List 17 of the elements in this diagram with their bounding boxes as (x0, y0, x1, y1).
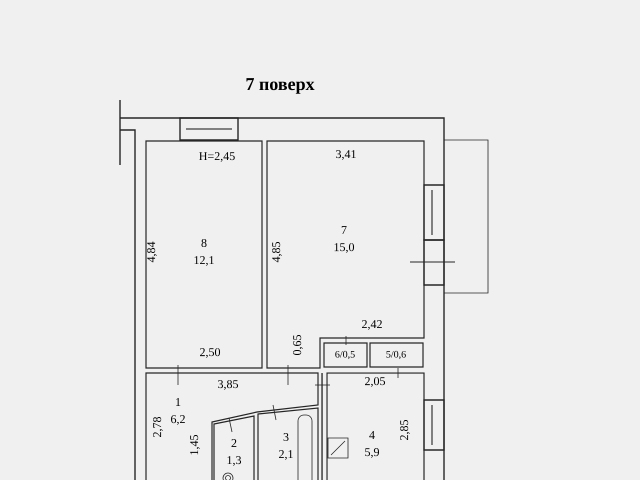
dimension-label: 0,65 (293, 334, 303, 356)
room: 6/0,5 (323, 342, 368, 368)
dimension-label: 2,50 (200, 348, 220, 358)
dimension-label: 3,41 (336, 150, 356, 160)
dimension-label: 3,85 (218, 380, 238, 390)
dimension-label: 2,42 (362, 320, 382, 330)
room: 2 1,3 (213, 415, 255, 480)
room: 3 2,1 (257, 407, 319, 480)
room: 5/0,6 (369, 342, 424, 368)
dimension-label: H=2,45 (199, 152, 235, 162)
dimension-label: 2,05 (365, 377, 386, 387)
dimension-label: 2,78 (153, 416, 163, 437)
dimension-label: 1,45 (190, 434, 200, 454)
dimension-label: 4,85 (272, 242, 282, 262)
title: 7 поверх (246, 78, 314, 94)
dimension-label: 4,84 (147, 242, 157, 262)
dimension-label: 2,85 (400, 420, 410, 440)
